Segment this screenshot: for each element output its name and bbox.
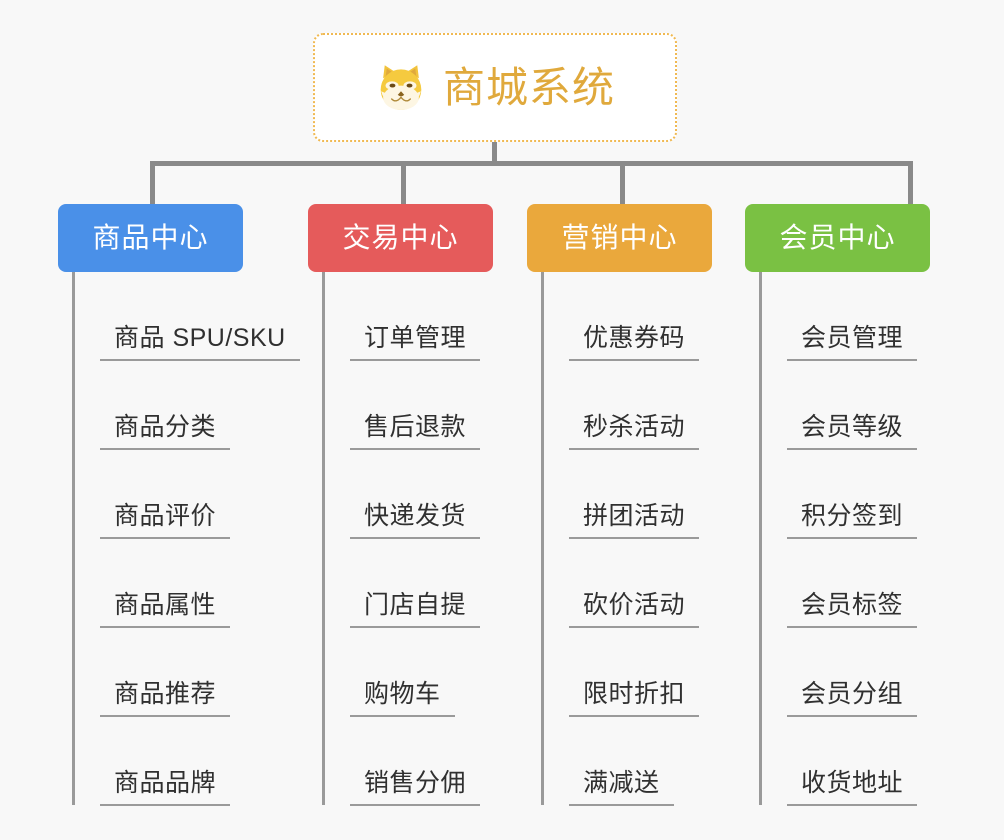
list-item[interactable]: 秒杀活动 bbox=[541, 361, 771, 450]
category-label-2: 交易中心 bbox=[342, 222, 459, 253]
leaf-label: 会员标签 bbox=[801, 591, 904, 619]
list-item[interactable]: 会员管理 bbox=[759, 272, 989, 361]
leaf-label: 门店自提 bbox=[364, 591, 467, 619]
connector-drop-2 bbox=[401, 161, 406, 205]
list-item[interactable]: 销售分佣 bbox=[322, 717, 552, 806]
list-item[interactable]: 商品 SPU/SKU bbox=[72, 272, 302, 361]
branch-spine-2 bbox=[322, 272, 325, 805]
list-item[interactable]: 限时折扣 bbox=[541, 628, 771, 717]
list-item[interactable]: 拼团活动 bbox=[541, 450, 771, 539]
leaf-label: 商品 SPU/SKU bbox=[114, 324, 286, 352]
list-item[interactable]: 售后退款 bbox=[322, 361, 552, 450]
list-item[interactable]: 商品品牌 bbox=[72, 717, 302, 806]
list-item[interactable]: 收货地址 bbox=[759, 717, 989, 806]
list-item[interactable]: 商品推荐 bbox=[72, 628, 302, 717]
branch-spine-4 bbox=[759, 272, 762, 805]
leaf-list-1: 商品 SPU/SKU 商品分类 商品评价 商品属性 商品推荐 商品品牌 bbox=[72, 272, 302, 806]
leaf-list-4: 会员管理 会员等级 积分签到 会员标签 会员分组 收货地址 bbox=[759, 272, 989, 806]
leaf-label: 优惠券码 bbox=[583, 324, 686, 352]
list-item[interactable]: 快递发货 bbox=[322, 450, 552, 539]
list-item[interactable]: 订单管理 bbox=[322, 272, 552, 361]
category-label-4: 会员中心 bbox=[779, 222, 896, 253]
list-item[interactable]: 满减送 bbox=[541, 717, 771, 806]
leaf-label: 订单管理 bbox=[364, 324, 467, 352]
list-item[interactable]: 商品属性 bbox=[72, 539, 302, 628]
connector-root-drop bbox=[492, 142, 497, 164]
leaf-label: 秒杀活动 bbox=[583, 413, 686, 441]
leaf-label: 商品分类 bbox=[114, 413, 217, 441]
category-box-1[interactable]: 商品中心 bbox=[58, 204, 243, 272]
connector-drop-3 bbox=[620, 161, 625, 205]
connector-drop-1 bbox=[150, 161, 155, 205]
leaf-label: 满减送 bbox=[583, 769, 660, 797]
leaf-label: 砍价活动 bbox=[583, 591, 686, 619]
list-item[interactable]: 优惠券码 bbox=[541, 272, 771, 361]
category-box-3[interactable]: 营销中心 bbox=[527, 204, 712, 272]
leaf-label: 快递发货 bbox=[364, 502, 467, 530]
list-item[interactable]: 商品分类 bbox=[72, 361, 302, 450]
branch-spine-1 bbox=[72, 272, 75, 805]
category-label-1: 商品中心 bbox=[92, 222, 209, 253]
root-node[interactable]: 商城系统 bbox=[313, 33, 677, 142]
shiba-dog-face-icon bbox=[375, 62, 427, 114]
leaf-label: 积分签到 bbox=[801, 502, 904, 530]
leaf-label: 销售分佣 bbox=[364, 769, 467, 797]
connector-horizontal-bus bbox=[150, 161, 913, 166]
leaf-label: 收货地址 bbox=[801, 769, 904, 797]
leaf-label: 购物车 bbox=[364, 680, 441, 708]
leaf-label: 商品推荐 bbox=[114, 680, 217, 708]
category-box-2[interactable]: 交易中心 bbox=[308, 204, 493, 272]
list-item[interactable]: 积分签到 bbox=[759, 450, 989, 539]
list-item[interactable]: 购物车 bbox=[322, 628, 552, 717]
leaf-label: 限时折扣 bbox=[583, 680, 686, 708]
leaf-label: 拼团活动 bbox=[583, 502, 686, 530]
list-item[interactable]: 会员标签 bbox=[759, 539, 989, 628]
leaf-label: 会员分组 bbox=[801, 680, 904, 708]
leaf-label: 商品品牌 bbox=[114, 769, 217, 797]
list-item[interactable]: 会员等级 bbox=[759, 361, 989, 450]
connector-drop-4 bbox=[908, 161, 913, 205]
leaf-list-2: 订单管理 售后退款 快递发货 门店自提 购物车 销售分佣 bbox=[322, 272, 552, 806]
leaf-label: 会员管理 bbox=[801, 324, 904, 352]
list-item[interactable]: 砍价活动 bbox=[541, 539, 771, 628]
leaf-list-3: 优惠券码 秒杀活动 拼团活动 砍价活动 限时折扣 满减送 bbox=[541, 272, 771, 806]
leaf-label: 商品评价 bbox=[114, 502, 217, 530]
leaf-label: 会员等级 bbox=[801, 413, 904, 441]
list-item[interactable]: 会员分组 bbox=[759, 628, 989, 717]
root-title: 商城系统 bbox=[442, 63, 615, 111]
leaf-label: 售后退款 bbox=[364, 413, 467, 441]
leaf-label: 商品属性 bbox=[114, 591, 217, 619]
category-label-3: 营销中心 bbox=[561, 222, 678, 253]
branch-spine-3 bbox=[541, 272, 544, 805]
list-item[interactable]: 商品评价 bbox=[72, 450, 302, 539]
category-box-4[interactable]: 会员中心 bbox=[745, 204, 930, 272]
list-item[interactable]: 门店自提 bbox=[322, 539, 552, 628]
